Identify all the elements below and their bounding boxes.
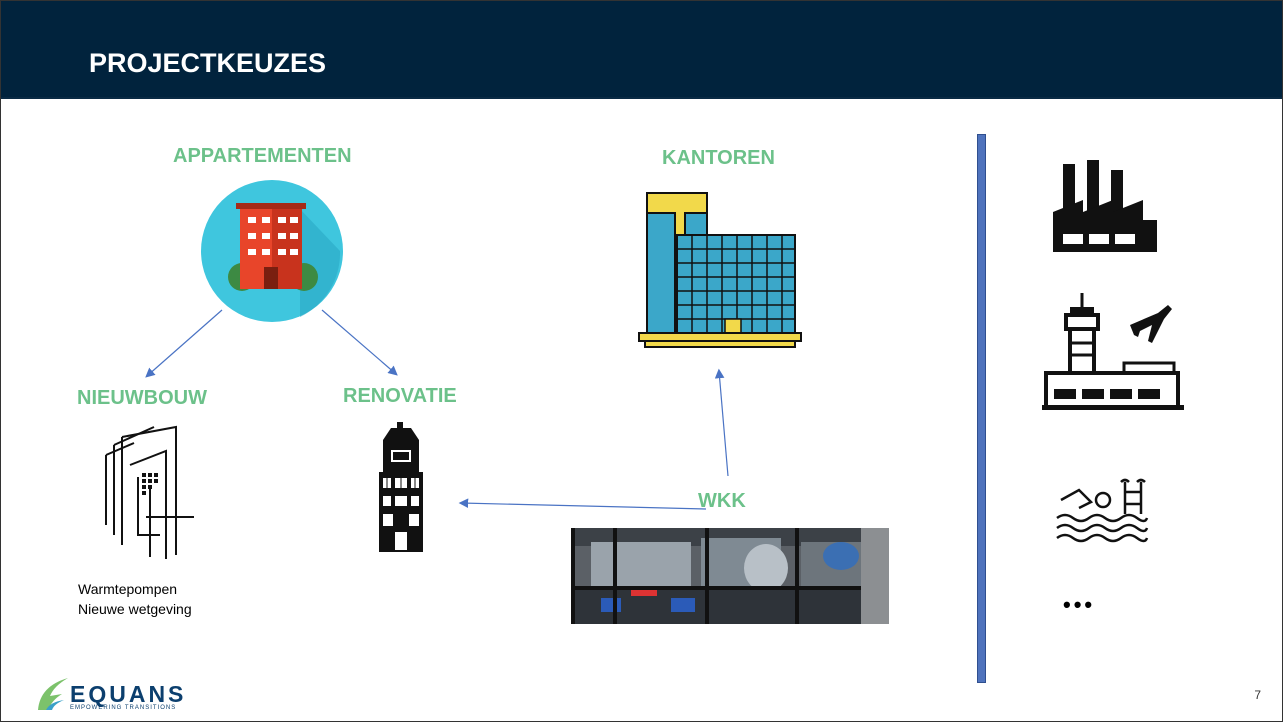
divider-line xyxy=(977,134,986,683)
label-renovatie: RENOVATIE xyxy=(343,385,457,407)
arrow-to-nieuwbouw xyxy=(145,309,223,378)
label-wkk: WKK xyxy=(698,490,746,512)
arrow-to-renovatie xyxy=(321,309,398,376)
arrow-to-kantoren xyxy=(714,368,729,477)
slide-title: PROJECTKEUZES xyxy=(89,48,327,78)
logo-tagline: EMPOWERING TRANSITIONS xyxy=(70,705,177,711)
modern-building-icon xyxy=(105,425,194,559)
arrow-to-renovatie-from-wkk xyxy=(458,498,707,510)
office-tower-icon xyxy=(638,192,802,348)
note-nieuwe-wetgeving: Nieuwe wetgeving xyxy=(78,601,192,617)
historic-house-icon xyxy=(379,422,423,552)
more-ellipsis: ••• xyxy=(1063,592,1096,617)
label-appartementen: APPARTEMENTEN xyxy=(173,145,352,167)
equans-logo-icon xyxy=(38,678,68,710)
label-kantoren: KANTOREN xyxy=(662,147,775,169)
apartment-building-icon xyxy=(201,180,343,322)
airport-icon xyxy=(1042,293,1184,410)
swimming-pool-icon xyxy=(1056,478,1149,543)
logo-name: EQUANS xyxy=(70,681,187,707)
slide-header: PROJECTKEUZES xyxy=(0,0,1283,99)
label-nieuwbouw: NIEUWBOUW xyxy=(77,387,207,409)
page-number: 7 xyxy=(1254,688,1261,702)
chp-engine-photo xyxy=(571,528,889,624)
factory-icon xyxy=(1053,160,1157,252)
note-warmtepompen: Warmtepompen xyxy=(78,581,178,597)
